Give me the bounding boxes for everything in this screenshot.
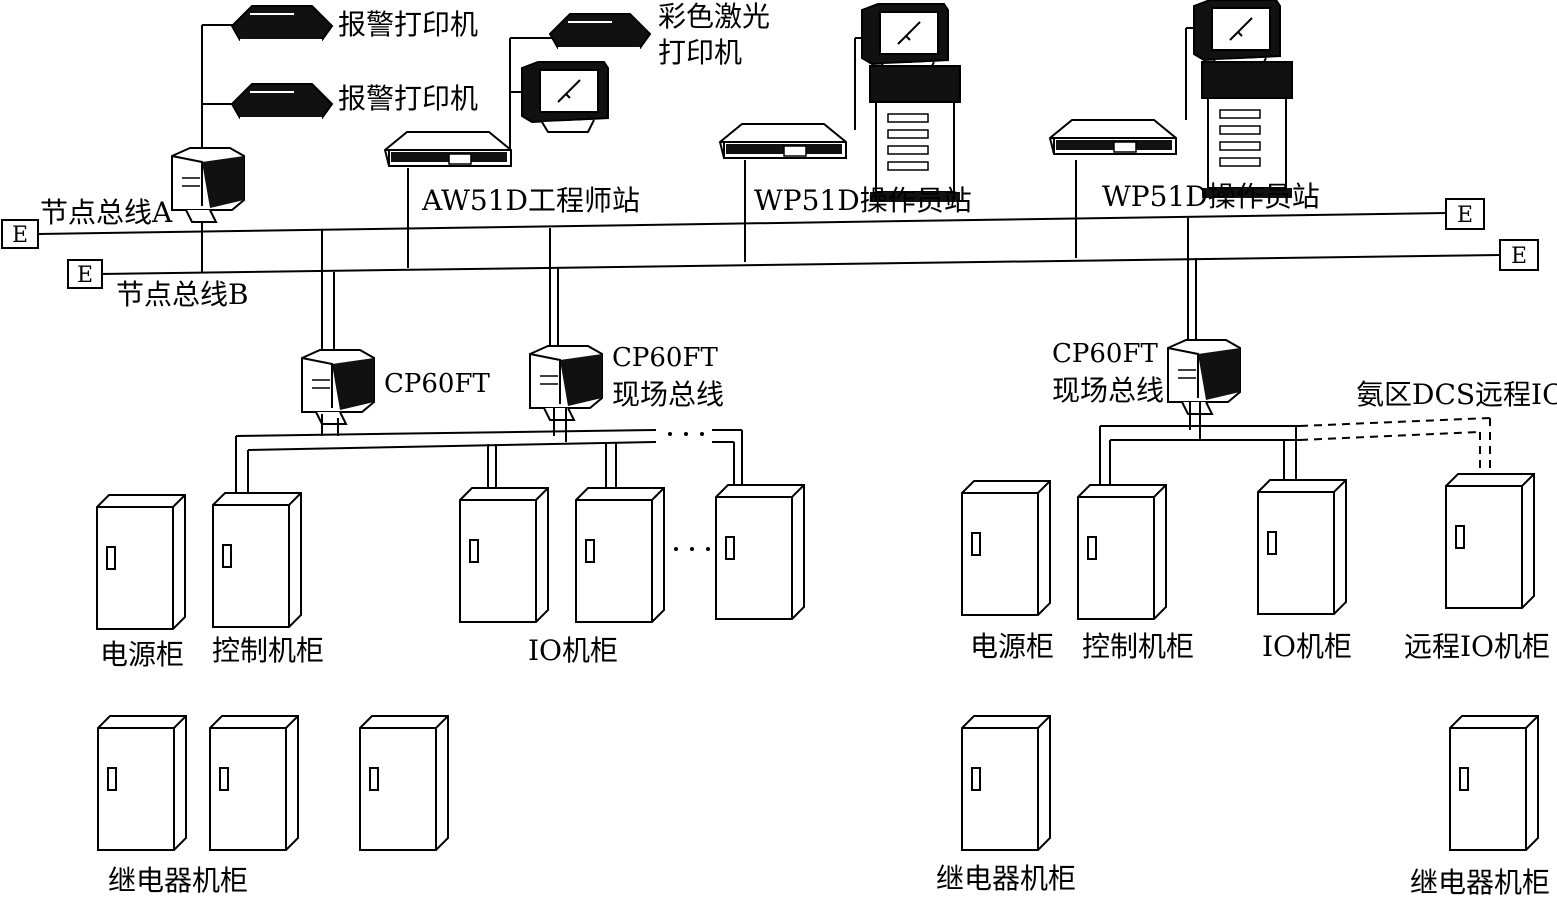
svg-text:E: E [12,223,28,248]
left-io-cabinet-2 [575,487,665,623]
node-bus-a [37,212,1447,235]
color-laser-printer-label-1: 彩色激光 [658,0,770,33]
left-control-cabinet [212,492,302,628]
engineer-station-icon [384,131,512,167]
terminator-e-3: E [1445,198,1485,230]
node-bus-a-label: 节点总线A [40,196,173,229]
operator-2-monitor-icon [1193,0,1281,71]
terminator-e-2: E [67,259,103,289]
left-io-cabinet-1 [459,487,549,623]
left-relay-cabinet-3 [359,715,449,851]
right-remote-io-cabinet-label: 远程IO机柜 [1404,630,1550,663]
left-io-cabinet-label: IO机柜 [528,634,618,667]
right-power-cabinet-label: 电源柜 [970,630,1054,663]
right-io-cabinet [1257,479,1347,615]
remote-io-dashed-link [1299,417,1491,472]
operator-station-1-label: WP51D操作员站 [754,184,972,217]
left-control-cabinet-label: 控制机柜 [212,634,324,667]
alarm-printer-1-label: 报警打印机 [338,8,478,41]
right-relay-cabinet-2-label: 继电器机柜 [1410,866,1550,897]
left-relay-cabinet-1 [97,715,187,851]
cp-drops [321,218,1197,350]
left-relay-cabinet-label: 继电器机柜 [108,864,248,897]
engineer-monitor-icon [521,61,609,133]
color-laser-printer-label-2: 打印机 [658,36,742,69]
left-power-cabinet [96,494,186,630]
right-relay-cabinet-2 [1449,715,1539,851]
alarm-printer-2-icon [231,83,333,119]
right-relay-cabinet-1-label: 继电器机柜 [936,862,1076,895]
right-power-cabinet [961,480,1051,616]
alarm-printer-2-label: 报警打印机 [338,82,478,115]
left-bus-ellipsis [668,432,710,551]
right-remote-io-cabinet [1445,473,1535,609]
engineer-station-label: AW51D工程师站 [421,184,640,217]
cp60ft-3-label-2: 现场总线 [1052,374,1164,407]
operator-station-2-label: WP51D操作员站 [1102,180,1320,213]
cp60ft-1-icon [301,349,375,425]
remote-io-link-label: 氨区DCS远程IO [1356,378,1557,411]
right-io-cabinet-label: IO机柜 [1262,630,1352,663]
cp60ft-1-label: CP60FT [384,369,491,399]
alarm-printer-1-icon [231,5,333,41]
svg-text:E: E [1511,244,1527,269]
right-field-bus [1099,402,1300,486]
right-relay-cabinet-1 [961,715,1051,851]
cp60ft-2-label-2: 现场总线 [612,378,724,411]
left-relay-cabinet-2 [209,715,299,851]
right-control-cabinet [1077,484,1167,620]
color-laser-printer-icon [549,13,651,49]
node-bus-b-label: 节点总线B [116,278,249,311]
operator-1-station-icon [719,123,847,159]
terminator-e-1: E [1,219,39,249]
operator-2-station-icon [1049,119,1177,155]
operator-1-monitor-icon [861,3,949,75]
printer-server [171,147,245,223]
left-io-cabinet-3 [715,484,805,620]
cp60ft-3-label-1: CP60FT [1052,339,1159,369]
cp60ft-2-label-1: CP60FT [612,343,719,373]
right-control-cabinet-label: 控制机柜 [1082,630,1194,663]
left-field-bus [235,408,743,492]
svg-text:E: E [77,263,93,288]
left-power-cabinet-label: 电源柜 [100,638,184,671]
operator-1-tower-icon [869,65,961,203]
operator-2-tower-icon [1201,61,1293,199]
terminator-e-4: E [1499,239,1539,271]
cp60ft-3-icon [1167,339,1241,415]
node-bus-b [99,254,1501,275]
svg-text:E: E [1457,203,1473,228]
